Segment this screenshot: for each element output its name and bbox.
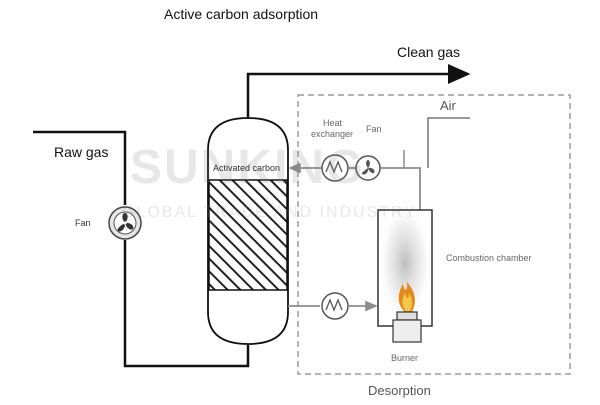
- fan-top-icon: [355, 155, 381, 181]
- diagram-title: Active carbon adsorption: [164, 6, 319, 22]
- heat-exchanger-label-2: exchanger: [311, 129, 354, 139]
- activated-carbon-label: Activated carbon: [213, 163, 281, 173]
- heat-exchanger-bottom-icon: [321, 292, 349, 320]
- burner-icon: [392, 311, 422, 343]
- fan-to-adsorber-pipe: [123, 240, 250, 368]
- burner-label: Burner: [391, 353, 419, 363]
- desorption-boundary: [297, 94, 571, 375]
- clean-gas-label: Clean gas: [397, 44, 461, 60]
- combustion-chamber-label: Combustion chamber: [446, 253, 532, 263]
- air-label: Air: [440, 98, 456, 113]
- air-pipe: [427, 117, 470, 168]
- adsorber-vessel: [207, 117, 289, 345]
- clean-gas-pipe: [246, 64, 471, 118]
- desorption-return-pipe: [374, 167, 421, 210]
- heat-exchanger-label-1: Heat: [323, 118, 343, 128]
- watermark-logo: SUNKING: [130, 141, 366, 194]
- fan-left-icon: [108, 206, 142, 240]
- raw-gas-pipe: [33, 130, 127, 205]
- flame-icon: [398, 282, 415, 312]
- raw-gas-label: Raw gas: [54, 144, 109, 160]
- activated-carbon-bed: [208, 179, 288, 291]
- fan-left-label: Fan: [75, 218, 91, 228]
- fan-top-label: Fan: [366, 124, 382, 134]
- watermark-tagline: GLOBAL TRADE AND INDUSTRY: [122, 204, 418, 221]
- desorption-label: Desorption: [368, 383, 431, 398]
